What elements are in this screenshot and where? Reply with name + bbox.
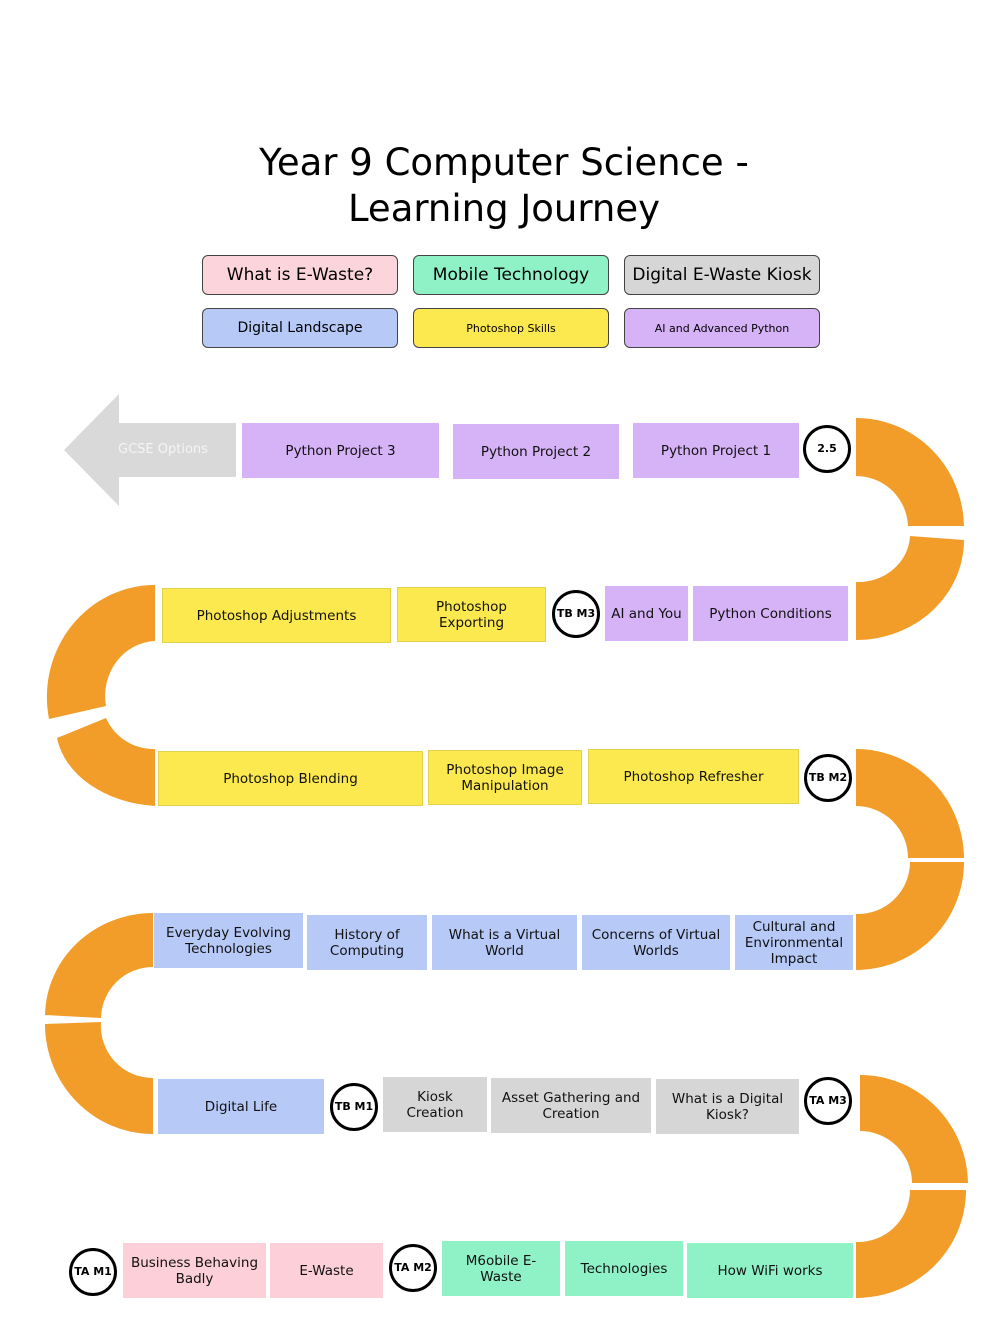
tile-how-wifi-works: How WiFi works xyxy=(687,1243,853,1298)
tile-photoshop-exporting: Photoshop Exporting xyxy=(397,587,546,642)
tile-python-project-1: Python Project 1 xyxy=(633,423,799,478)
tile-asset-gathering-and-creation: Asset Gathering and Creation xyxy=(491,1078,651,1133)
track-curve-segment xyxy=(45,913,153,1018)
legend-digital-e-waste-kiosk: Digital E-Waste Kiosk xyxy=(624,255,820,295)
tile-ai-and-you: AI and You xyxy=(605,586,688,641)
legend-mobile-technology: Mobile Technology xyxy=(413,255,609,295)
track-curve-segment xyxy=(45,1022,153,1134)
tile-business-behaving-badly: Business Behaving Badly xyxy=(123,1243,266,1298)
tile-mobile-e-waste: M6obile E-Waste xyxy=(442,1241,560,1296)
badge-2-5: 2.5 xyxy=(803,425,851,473)
badge-tb-m3: TB M3 xyxy=(552,590,600,638)
title-line-1: Year 9 Computer Science - xyxy=(259,141,749,184)
badge-tb-m1: TB M1 xyxy=(330,1083,378,1131)
legend-photoshop-skills: Photoshop Skills xyxy=(413,308,609,348)
tile-what-is-a-digital-kiosk: What is a Digital Kiosk? xyxy=(656,1079,799,1134)
tile-python-project-2: Python Project 2 xyxy=(453,424,619,479)
tile-python-project-3: Python Project 3 xyxy=(242,423,439,478)
tile-everyday-evolving-technologies: Everyday Evolving Technologies xyxy=(154,913,303,968)
page-title: Year 9 Computer Science - Learning Journ… xyxy=(0,140,1008,232)
track-curve-segment xyxy=(856,417,964,526)
title-line-2: Learning Journey xyxy=(347,187,661,230)
tile-cultural-and-environmental-impact: Cultural and Environmental Impact xyxy=(735,915,853,970)
badge-ta-m1: TA M1 xyxy=(69,1248,117,1296)
tile-technologies: Technologies xyxy=(565,1241,683,1296)
tile-python-conditions: Python Conditions xyxy=(693,586,848,641)
track-curve-segment xyxy=(856,749,964,858)
badge-tb-m2: TB M2 xyxy=(804,754,852,802)
track-curve-segment xyxy=(860,1075,968,1183)
tile-kiosk-creation: Kiosk Creation xyxy=(383,1077,487,1132)
track-curve-segment xyxy=(46,584,156,719)
tile-digital-life: Digital Life xyxy=(158,1079,324,1134)
track-curve-segment xyxy=(57,718,155,806)
badge-ta-m2: TA M2 xyxy=(389,1244,437,1292)
badge-ta-m3: TA M3 xyxy=(804,1077,852,1125)
track-curve-segment xyxy=(856,1190,966,1298)
gcse-arrow-icon xyxy=(64,394,236,506)
track-curve-segment xyxy=(856,862,964,970)
legend-ai-and-advanced-python: AI and Advanced Python xyxy=(624,308,820,348)
legend-what-is-e-waste: What is E-Waste? xyxy=(202,255,398,295)
tile-photoshop-image-manipulation: Photoshop Image Manipulation xyxy=(428,750,582,805)
track-curve-segment xyxy=(856,536,964,640)
gcse-options-label: GCSE Options xyxy=(118,442,208,457)
tile-photoshop-adjustments: Photoshop Adjustments xyxy=(162,588,391,643)
tile-concerns-of-virtual-worlds: Concerns of Virtual Worlds xyxy=(582,915,730,970)
tile-photoshop-blending: Photoshop Blending xyxy=(158,751,423,806)
tile-what-is-a-virtual-world: What is a Virtual World xyxy=(432,915,577,970)
tile-e-waste: E-Waste xyxy=(270,1243,383,1298)
tile-history-of-computing: History of Computing xyxy=(307,915,427,970)
legend-digital-landscape: Digital Landscape xyxy=(202,308,398,348)
tile-photoshop-refresher: Photoshop Refresher xyxy=(588,749,799,804)
